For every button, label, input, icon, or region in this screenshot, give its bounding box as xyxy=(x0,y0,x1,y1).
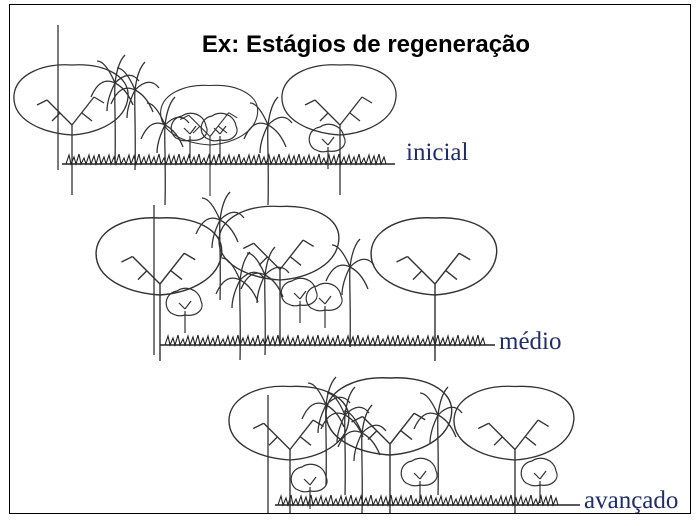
stage-label-avancado: avançado xyxy=(584,487,679,514)
figure-frame: Ex: Estágios de regeneração inicial médi… xyxy=(9,4,691,514)
stage-medio-drawing xyxy=(95,191,498,362)
forest-stages-illustration xyxy=(13,25,580,513)
stage-inicial-drawing xyxy=(13,25,397,206)
stage-label-medio: médio xyxy=(499,328,562,355)
figure-title: Ex: Estágios de regeneração xyxy=(201,31,531,58)
stage-label-inicial: inicial xyxy=(406,139,469,166)
stage-avancado-drawing xyxy=(228,376,580,513)
